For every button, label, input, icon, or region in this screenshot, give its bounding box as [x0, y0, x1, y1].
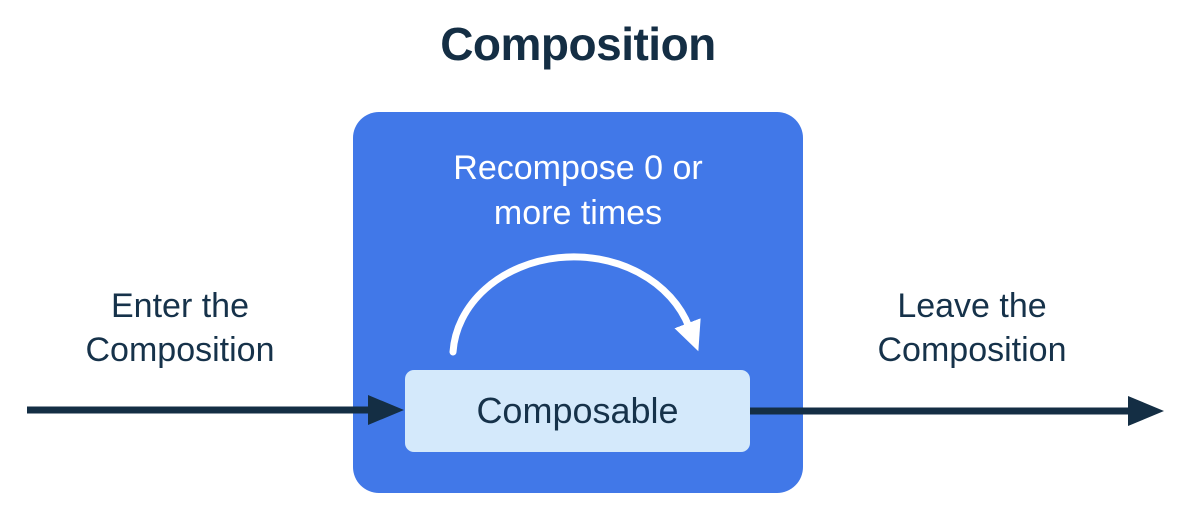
enter-label-line1: Enter the [111, 287, 249, 325]
leave-arrowhead-icon [1128, 396, 1164, 426]
leave-label-line2: Composition [877, 331, 1067, 369]
leave-label-line1: Leave the [897, 287, 1047, 325]
recompose-label-line1: Recompose 0 or [453, 149, 703, 187]
composable-box: Composable [405, 370, 750, 452]
enter-label-line2: Composition [85, 331, 275, 369]
leave-composition-label: Leave the Composition [832, 284, 1112, 372]
composable-label: Composable [476, 390, 679, 431]
recompose-label: Recompose 0 or more times [353, 146, 803, 236]
enter-composition-label: Enter the Composition [40, 284, 320, 372]
recompose-label-line2: more times [493, 194, 663, 232]
page-title: Composition [440, 18, 716, 70]
